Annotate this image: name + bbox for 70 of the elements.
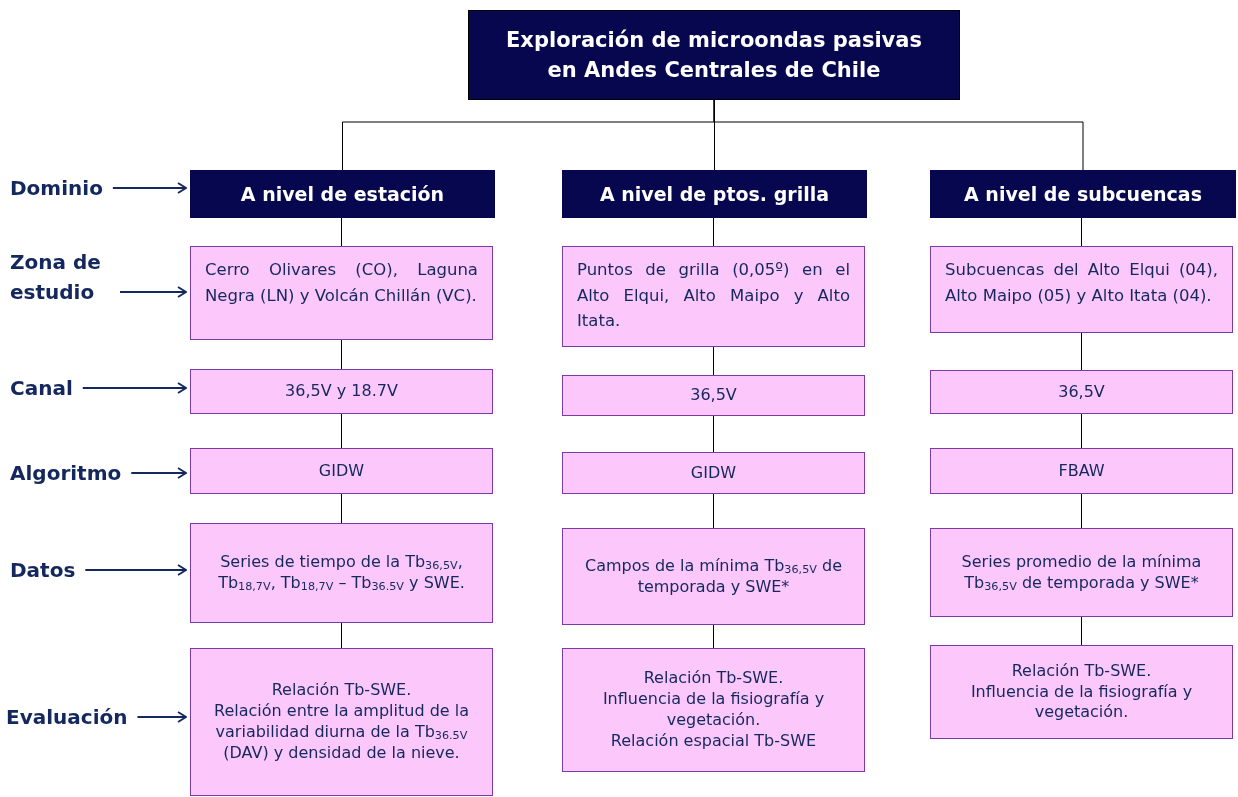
connector-line — [1081, 616, 1082, 646]
connector-line — [1081, 493, 1082, 529]
header-text: A nivel de estación — [239, 183, 446, 205]
process-box — [562, 528, 865, 625]
connector-line — [713, 346, 714, 376]
row-label: Datos — [10, 555, 76, 585]
box-text: Relación Tb-SWE. — [270, 680, 413, 702]
arrow — [84, 564, 187, 576]
box-text: Campos de la mínima Tb$_{36,5V}$ de temporada y SWE* — [583, 555, 843, 598]
connector-line — [341, 413, 342, 449]
process-box — [930, 645, 1233, 739]
row-label: Canal — [10, 373, 73, 403]
box-text: Influencia de la fisiografía y vegetación. — [969, 681, 1194, 724]
connector-line — [1081, 217, 1082, 247]
process-box — [930, 370, 1233, 414]
process-box — [930, 528, 1233, 617]
level-header-box — [562, 170, 867, 218]
arrow — [136, 711, 187, 723]
box-text: Series de tiempo de la Tb$_{36,5V}$, Tb$_{18,7V}$, Tb$_{18,7V}$ – Tb$_{36.5V}$ y SWE. — [217, 552, 466, 594]
process-box — [930, 246, 1233, 333]
connector-line — [341, 217, 342, 247]
row-label: Evaluación — [6, 702, 128, 732]
box-text: 36,5V — [689, 385, 738, 406]
process-box — [190, 246, 493, 340]
box-text: Cerro Olivares (CO), Laguna Negra (LN) y Volcán Chillán (VC). — [205, 259, 478, 307]
box-text: Relación Tb-SWE. — [642, 668, 785, 690]
process-box — [190, 369, 493, 414]
connector-line — [713, 624, 714, 649]
process-box — [190, 648, 493, 796]
header-text: A nivel de ptos. grilla — [598, 183, 831, 205]
connector-line — [713, 415, 714, 453]
box-text: 36,5V — [1057, 381, 1106, 403]
connector-line — [341, 622, 342, 649]
connector-line — [713, 217, 714, 247]
box-text: Relación entre la amplitud de la variabilidad diurna de la Tb$_{36.5V}$ (DAV) y densidad de la nieve. — [213, 701, 470, 764]
box-text: Influencia de la fisiografía y vegetación. — [601, 689, 826, 731]
box-text: 36,5V y 18.7V — [284, 381, 399, 402]
level-header-box — [190, 170, 495, 218]
arrow — [111, 182, 187, 194]
box-text: FBAW — [1057, 460, 1106, 482]
header-text: A nivel de subcuencas — [963, 183, 1203, 205]
process-box — [562, 375, 865, 416]
box-text: Relación Tb-SWE. — [1010, 660, 1153, 682]
process-box — [190, 523, 493, 623]
process-box — [562, 452, 865, 494]
row-label: Zona de estudio — [10, 247, 110, 337]
connector-line — [341, 493, 342, 524]
process-box — [562, 648, 865, 772]
connector-line — [713, 99, 1084, 171]
box-text: GIDW — [689, 462, 738, 484]
connector-line — [341, 339, 342, 370]
arrow — [81, 382, 187, 394]
arrow — [119, 286, 187, 298]
connector-line — [1081, 332, 1082, 371]
connector-line — [1081, 413, 1082, 449]
connector-line — [713, 493, 714, 529]
box-text: GIDW — [317, 460, 366, 482]
title-box — [468, 10, 960, 100]
box-text: Subcuencas del Alto Elqui (04), Alto Maipo (05) y Alto Itata (04). — [945, 259, 1218, 307]
process-box — [930, 448, 1233, 494]
title-text: Exploración de microondas pasivas en Andes Centrales de Chile — [505, 26, 923, 84]
box-text: Series promedio de la mínima Tb$_{36,5V}$ de temporada y SWE* — [960, 551, 1203, 594]
row-label: Dominio — [10, 173, 103, 203]
process-box — [562, 246, 865, 347]
box-text: Puntos de grilla (0,05º) en el Alto Elqui, Alto Maipo y Alto Itata. — [577, 259, 850, 333]
row-label: Algoritmo — [10, 458, 122, 488]
level-header-box — [930, 170, 1236, 218]
box-text: Relación espacial Tb-SWE — [609, 730, 818, 752]
process-box — [190, 448, 493, 494]
arrow — [130, 467, 187, 479]
